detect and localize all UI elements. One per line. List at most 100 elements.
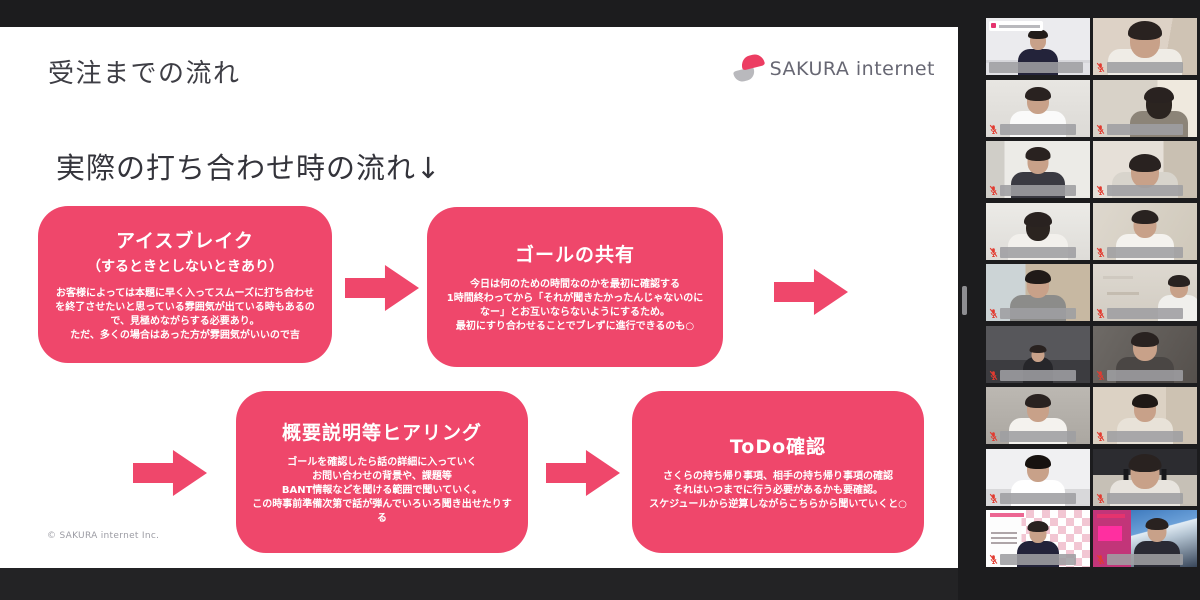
screenshare-bottom-letterbox bbox=[0, 568, 958, 600]
flow-step-hearing: 概要説明等ヒアリング ゴールを確認したら話の詳細に入っていく お問い合わせの背景… bbox=[236, 391, 528, 553]
participant-name-redacted bbox=[1000, 554, 1076, 565]
mic-muted-icon bbox=[989, 431, 998, 441]
participant-name-bar bbox=[989, 246, 1083, 258]
participant-video-tile[interactable] bbox=[1093, 264, 1197, 321]
participant-video-tile[interactable] bbox=[986, 79, 1090, 137]
slide-subtitle: 実際の打ち合わせ時の流れ↓ bbox=[56, 151, 442, 185]
shared-screen-watermark-chip bbox=[989, 21, 1043, 31]
flow-step-todo-check: ToDo確認 さくらの持ち帰り事項、相手の持ち帰り事項の確認 それはいつまでに行… bbox=[632, 391, 924, 553]
participant-face bbox=[1123, 453, 1167, 489]
flow-arrow-right-icon bbox=[546, 450, 620, 496]
participant-name-bar bbox=[1096, 185, 1190, 196]
flow-step-goal-sharing: ゴールの共有 今日は何のための時間なのかを最初に確認する 1時間終わってから「そ… bbox=[427, 207, 723, 367]
mic-muted-icon bbox=[989, 185, 998, 195]
slide-title: 受注までの流れ bbox=[48, 59, 241, 89]
mic-muted-icon bbox=[989, 554, 998, 564]
step-body: ゴールを確認したら話の詳細に入っていく お問い合わせの背景や、課題等 BANT情… bbox=[252, 456, 512, 525]
participant-name-bar bbox=[989, 369, 1083, 381]
participant-video-tile[interactable] bbox=[1093, 510, 1197, 567]
participant-name-redacted bbox=[1107, 308, 1183, 319]
participant-name-redacted bbox=[1000, 246, 1076, 258]
participant-video-tile[interactable] bbox=[986, 510, 1090, 567]
participant-video-tile[interactable] bbox=[1093, 202, 1197, 260]
participant-face bbox=[1024, 211, 1052, 242]
participant-face bbox=[1025, 394, 1051, 422]
participant-name-bar bbox=[989, 554, 1083, 565]
participant-video-tile[interactable] bbox=[1093, 387, 1197, 444]
mic-muted-icon bbox=[1096, 247, 1105, 257]
participant-name-redacted bbox=[1000, 431, 1076, 442]
participant-name-redacted bbox=[1000, 492, 1076, 504]
flow-arrow-right-icon bbox=[133, 450, 207, 496]
step-body: 今日は何のための時間なのかを最初に確認する 1時間終わってから「それが聞きたかっ… bbox=[446, 278, 704, 333]
shared-screen-slide: 受注までの流れ SAKURA internet 実際の打ち合わせ時の流れ↓ アイ… bbox=[0, 27, 958, 568]
participant-face bbox=[1144, 86, 1174, 119]
panel-resize-handle[interactable] bbox=[962, 286, 967, 315]
participant-face bbox=[1029, 344, 1047, 363]
participant-video-tile[interactable] bbox=[1093, 141, 1197, 198]
step-body: お客様によっては本題に早く入ってスムーズに打ち合わせ を終了させたいと思っている… bbox=[55, 287, 315, 342]
flow-arrow-right-icon bbox=[345, 265, 419, 311]
participant-face bbox=[1025, 147, 1051, 174]
participant-face bbox=[1027, 520, 1049, 544]
sakura-logo-text: SAKURA internet bbox=[769, 58, 935, 80]
flow-step-icebreak: アイスブレイク （するときとしないときあり） お客様によっては本題に早く入ってス… bbox=[38, 206, 332, 363]
participant-name-bar bbox=[1096, 369, 1190, 381]
participant-name-bar bbox=[1096, 308, 1190, 319]
participant-name-redacted bbox=[1000, 185, 1076, 196]
participant-face bbox=[1128, 21, 1162, 58]
participant-name-redacted bbox=[1107, 369, 1183, 381]
step-subtitle: （するときとしないときあり） bbox=[87, 258, 283, 275]
participant-name-redacted bbox=[1000, 369, 1076, 381]
participant-video-tile[interactable] bbox=[986, 448, 1090, 506]
sakura-internet-logo: SAKURA internet bbox=[732, 52, 935, 85]
participant-face bbox=[1145, 517, 1169, 543]
participant-name-redacted bbox=[1107, 246, 1183, 258]
participant-video-tile[interactable] bbox=[1093, 79, 1197, 137]
mic-muted-icon bbox=[989, 493, 998, 503]
participant-face bbox=[1168, 274, 1190, 299]
participant-name-bar bbox=[1096, 431, 1190, 442]
participant-face bbox=[1131, 209, 1159, 239]
participant-face bbox=[1131, 331, 1159, 362]
participant-name-bar bbox=[989, 185, 1083, 196]
participant-video-tile[interactable] bbox=[986, 264, 1090, 321]
mic-muted-icon bbox=[1096, 308, 1105, 318]
participant-name-redacted bbox=[1107, 492, 1183, 504]
participant-name-redacted bbox=[1107, 431, 1183, 442]
mic-muted-icon bbox=[1096, 124, 1105, 134]
mic-muted-icon bbox=[1096, 431, 1105, 441]
participant-face bbox=[1025, 86, 1051, 115]
participant-name-bar bbox=[989, 123, 1083, 135]
participant-face bbox=[1025, 454, 1051, 483]
flow-arrow-right-icon bbox=[774, 269, 848, 315]
participant-face bbox=[1132, 394, 1158, 422]
participant-name-bar bbox=[989, 62, 1083, 73]
mic-muted-icon bbox=[989, 247, 998, 257]
mic-muted-icon bbox=[989, 124, 998, 134]
mic-muted-icon bbox=[1096, 185, 1105, 195]
sakura-logo-icon bbox=[732, 52, 765, 85]
participant-video-tile[interactable] bbox=[986, 202, 1090, 260]
participant-video-tile[interactable] bbox=[986, 18, 1090, 75]
participant-name-redacted bbox=[1107, 185, 1183, 196]
participant-video-tile[interactable] bbox=[1093, 448, 1197, 506]
step-title: 概要説明等ヒアリング bbox=[281, 421, 482, 444]
participant-video-tile[interactable] bbox=[986, 325, 1090, 383]
participant-name-redacted bbox=[989, 62, 1083, 73]
step-title: ゴールの共有 bbox=[514, 243, 635, 266]
mic-muted-icon bbox=[1096, 370, 1105, 380]
step-body: さくらの持ち帰り事項、相手の持ち帰り事項の確認 それはいつまでに行う必要があるか… bbox=[649, 470, 907, 511]
participant-name-redacted bbox=[1000, 308, 1076, 319]
mic-muted-icon bbox=[1096, 554, 1105, 564]
participant-video-tile[interactable] bbox=[1093, 325, 1197, 383]
participant-name-bar bbox=[989, 492, 1083, 504]
participant-video-tile[interactable] bbox=[1093, 18, 1197, 75]
participant-name-bar bbox=[989, 431, 1083, 442]
participant-video-tile[interactable] bbox=[986, 387, 1090, 444]
participant-video-tile[interactable] bbox=[986, 141, 1090, 198]
screenshare-top-letterbox bbox=[0, 0, 958, 27]
step-title: アイスブレイク bbox=[115, 229, 255, 252]
slide-copyright: © SAKURA internet Inc. bbox=[47, 531, 160, 541]
